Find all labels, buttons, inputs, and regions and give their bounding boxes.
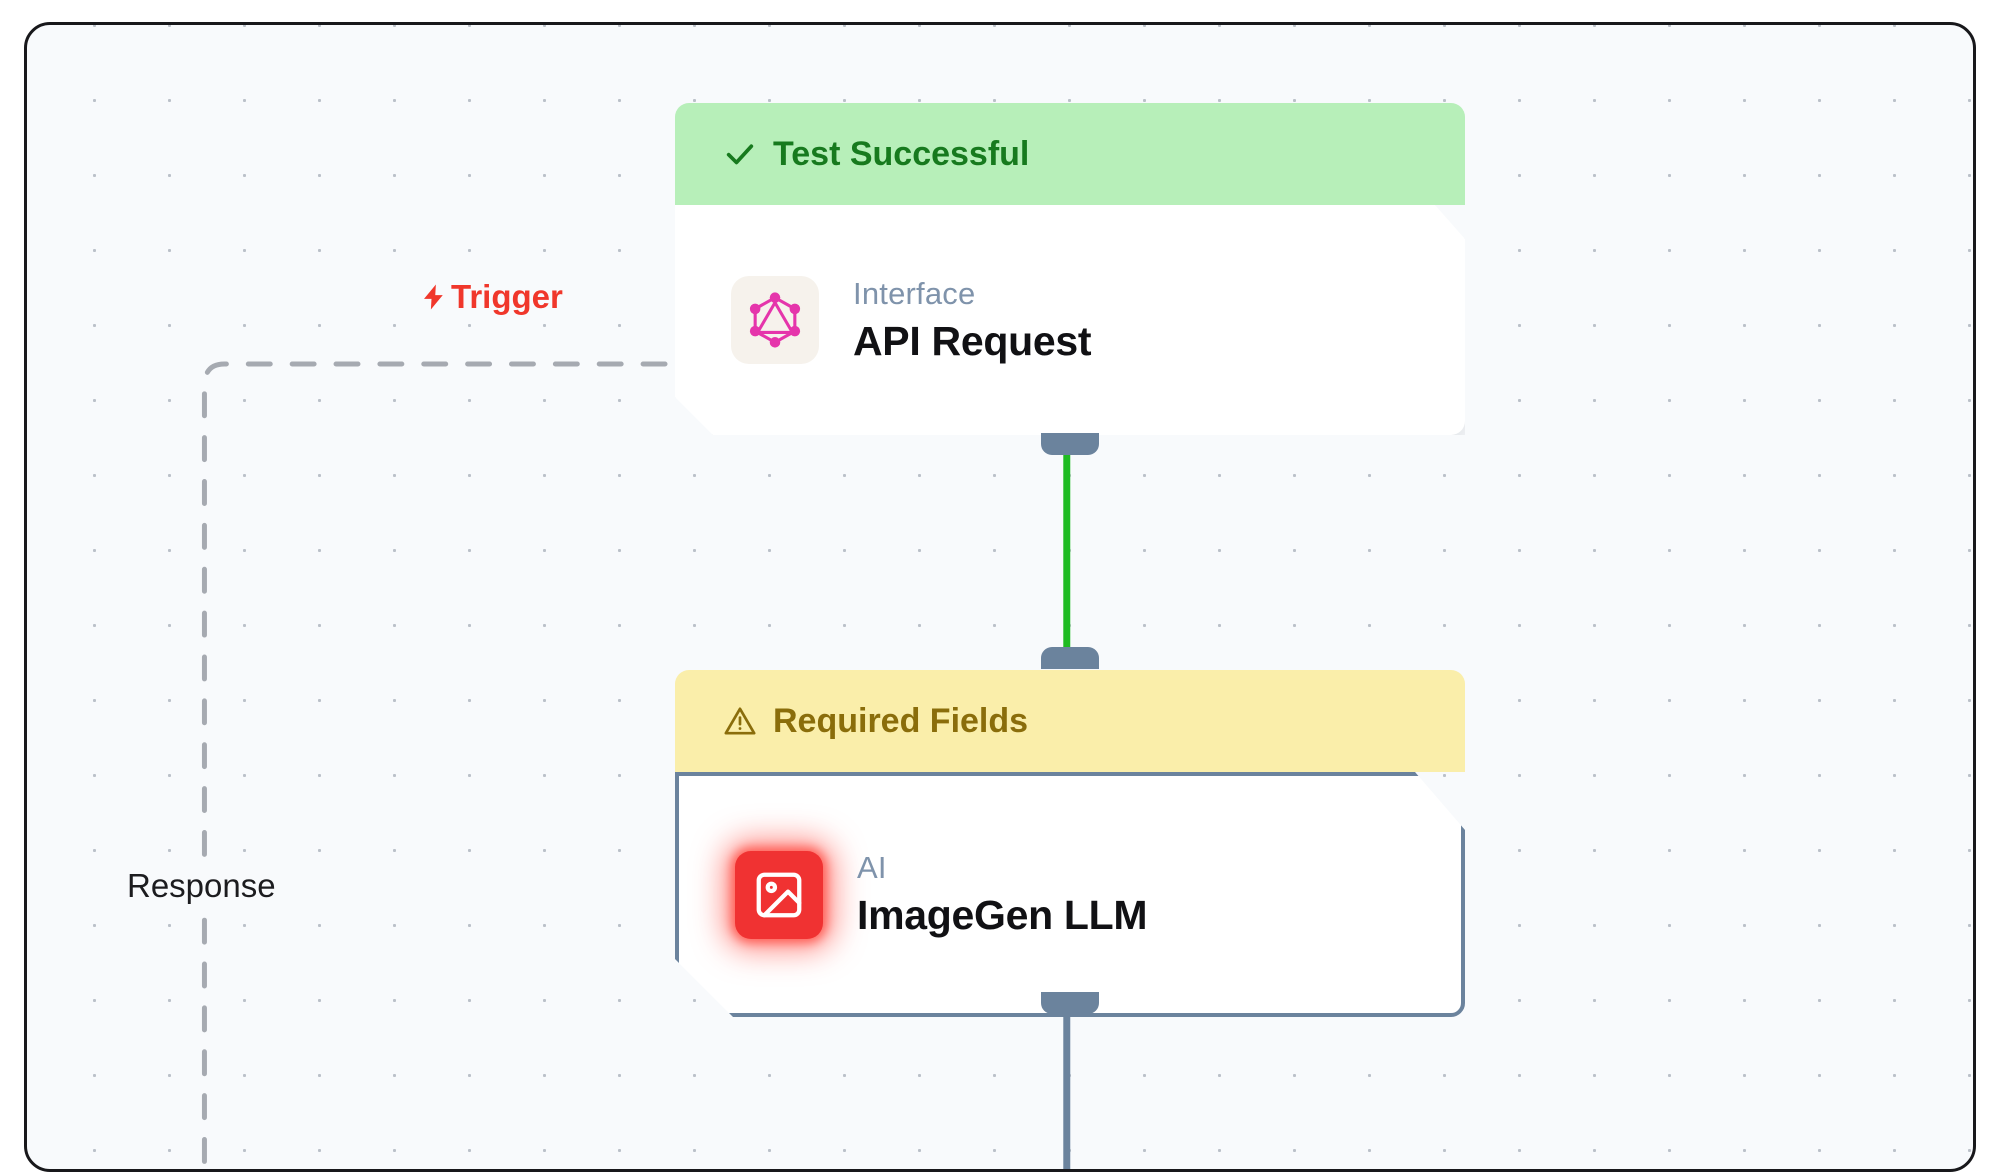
node-api-request[interactable]: Test Successful Interface API Request <box>675 103 1465 435</box>
node-imagegen-llm-text: AI ImageGen LLM <box>857 850 1147 939</box>
trigger-label-text: Trigger <box>451 278 563 315</box>
workflow-canvas[interactable]: Trigger Response Test Successful <box>24 22 1976 1172</box>
node-imagegen-llm-status-banner: Required Fields <box>675 670 1465 772</box>
handle-api-request-output[interactable] <box>1041 433 1099 455</box>
trigger-wire-label: Trigger <box>419 278 563 316</box>
warning-triangle-icon <box>724 707 756 735</box>
handle-imagegen-llm-output[interactable] <box>1041 992 1099 1014</box>
response-wire-label: Response <box>119 865 284 907</box>
check-icon <box>726 144 754 165</box>
node-api-request-status-text: Test Successful <box>773 134 1030 173</box>
node-api-request-status-banner: Test Successful <box>675 103 1465 205</box>
image-icon <box>735 851 823 939</box>
lightning-bolt-icon <box>424 284 443 310</box>
node-imagegen-llm-kind: AI <box>857 850 887 885</box>
node-api-request-title: API Request <box>853 317 1092 364</box>
trigger-wire-path[interactable] <box>201 361 668 1172</box>
connection-wires-layer <box>201 361 1071 1172</box>
node-api-request-body[interactable]: Interface API Request <box>675 205 1465 435</box>
handle-imagegen-llm-input[interactable] <box>1041 647 1099 669</box>
node-api-request-kind: Interface <box>853 275 976 311</box>
graphql-icon <box>731 276 819 364</box>
node-imagegen-llm-body[interactable]: AI ImageGen LLM <box>675 772 1465 1017</box>
node-imagegen-llm-title: ImageGen LLM <box>857 892 1148 938</box>
response-label-text: Response <box>119 865 284 907</box>
node-imagegen-llm-status-text: Required Fields <box>773 701 1029 740</box>
node-api-request-text: Interface API Request <box>853 276 1091 365</box>
node-imagegen-llm[interactable]: Required Fields AI ImageGen LLM <box>675 670 1465 1017</box>
